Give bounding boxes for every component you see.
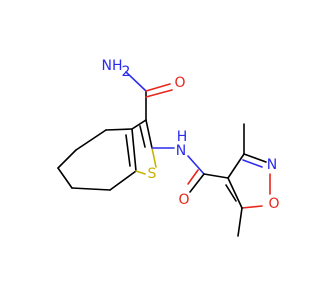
bond-c5-c4-double xyxy=(227,177,243,209)
bond-ccarbonyl-c4 xyxy=(203,173,229,179)
bond-camide-o-double xyxy=(145,83,171,92)
nh2-subscript: 2 xyxy=(122,64,131,80)
amide-o-top: O xyxy=(174,75,185,91)
amide-o-bottom: O xyxy=(178,192,189,208)
bond-c3a-c7f-double xyxy=(131,128,137,172)
nh-link-label: H N xyxy=(176,129,188,159)
bond-o-c5 xyxy=(241,205,263,209)
bond-ccarbonyl-o xyxy=(189,173,205,193)
bond-c7a-c7b xyxy=(75,129,107,151)
molecule-structure-diagram: NH 2 O H N S O N O xyxy=(57,58,280,237)
bonds xyxy=(57,71,271,237)
bond-c7b-c7c xyxy=(57,149,77,169)
bond-c3iso-n-double xyxy=(243,153,267,163)
nh-link-h: H xyxy=(177,129,188,145)
bond-c7d-c7e xyxy=(71,187,111,191)
bond-c3-c2-double xyxy=(145,119,153,149)
nh2-label: NH 2 xyxy=(102,58,131,80)
nh-link-n: N xyxy=(176,143,186,159)
nh2-text: NH xyxy=(102,58,123,74)
bond-camide-o-double-inner xyxy=(145,89,173,98)
isoxazole-oxygen: O xyxy=(268,196,279,212)
bond-s-c2 xyxy=(151,147,157,168)
bond-c7f-s xyxy=(135,170,146,175)
bond-c5-methyl xyxy=(237,207,243,237)
atom-labels: NH 2 O H N S O N O xyxy=(102,58,280,212)
isoxazole-nitrogen: N xyxy=(267,157,277,173)
bond-ccarbonyl-o-double xyxy=(187,169,199,185)
bond-c5-c4-double-inner xyxy=(225,184,237,202)
bond-c3a-c3 xyxy=(131,119,147,130)
bond-c7e-c7f xyxy=(109,170,137,191)
bond-c3a-c7f-double-inner xyxy=(125,134,131,167)
bond-c3-c2-double-inner xyxy=(139,125,146,148)
thiophene-sulfur: S xyxy=(148,166,157,182)
bond-c7c-c7d xyxy=(57,167,73,189)
bond-nh-ccarbonyl xyxy=(187,155,205,175)
bond-camide-nh2 xyxy=(125,71,147,92)
bond-c3a-c7a xyxy=(105,128,133,131)
bond-c3iso-n-double-inner xyxy=(242,159,263,168)
bond-c4-c3iso xyxy=(227,153,245,179)
